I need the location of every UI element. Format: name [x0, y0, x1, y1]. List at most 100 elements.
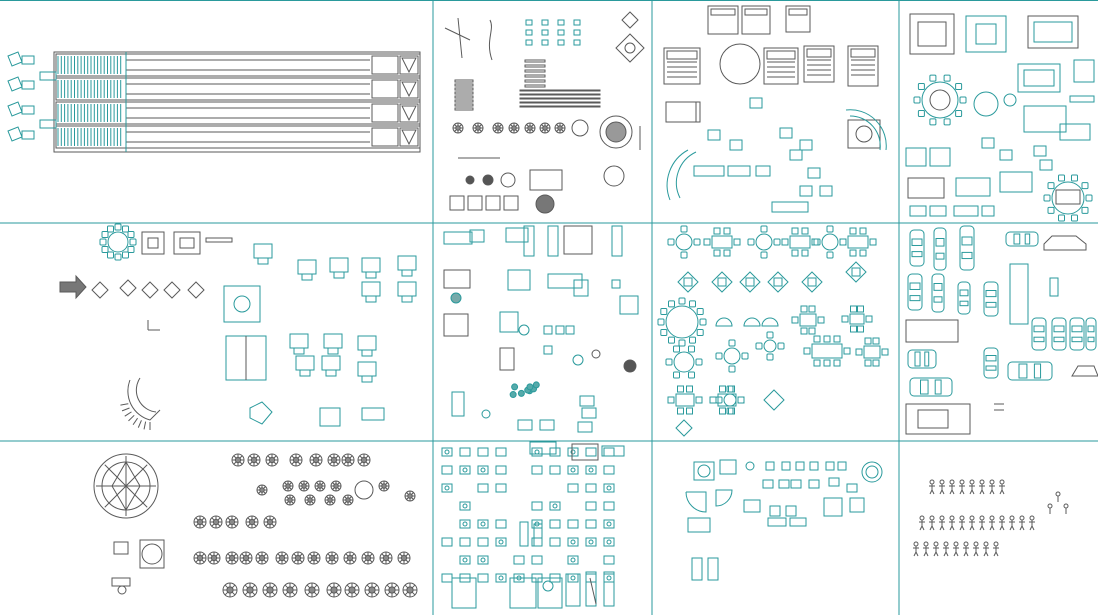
bowling-lanes-panel: [7, 51, 421, 153]
kitchen-fixture-symbol: [495, 519, 507, 529]
dining-table-symbol: [767, 271, 789, 293]
kitchen-fixture-symbol: [477, 519, 489, 529]
vehicle-symbol: [983, 347, 999, 379]
chair-symbol: [819, 185, 833, 197]
dining-sets-panel: [657, 225, 889, 437]
kitchen-fixture-symbol: [459, 555, 471, 565]
kitchen-fixture-symbol: [585, 519, 597, 529]
bedroom-furniture-panel: [663, 5, 887, 213]
dining-table-symbol: [845, 261, 867, 283]
tree-symbol: [314, 480, 326, 492]
workstation-symbol: [357, 361, 377, 383]
tree-symbol: [492, 122, 504, 134]
workstation-symbol: [329, 257, 349, 279]
kitchen-fixture-symbol: [549, 447, 561, 457]
person-figure: [929, 479, 935, 495]
tree-symbol: [330, 480, 342, 492]
tree-symbol: [193, 551, 207, 565]
person-figure: [959, 479, 965, 495]
vehicle-symbol: [1007, 361, 1053, 381]
tree-symbol: [508, 122, 520, 134]
workstation-symbol: [397, 255, 417, 277]
kitchen-fixture-symbol: [603, 465, 615, 475]
tree-symbol: [379, 551, 393, 565]
tree-symbol: [325, 551, 339, 565]
kitchen-fixture-symbol: [441, 537, 453, 547]
person-figure: [1047, 503, 1053, 514]
kitchen-fixture-symbol: [441, 447, 453, 457]
tree-symbol: [342, 494, 354, 506]
chair-symbol: [799, 139, 813, 151]
tree-symbol: [524, 122, 536, 134]
person-figure: [939, 479, 945, 495]
chair-symbol: [707, 129, 721, 141]
kitchen-fixture-symbol: [603, 537, 615, 547]
person-figure: [959, 515, 965, 531]
workstation-symbol: [253, 243, 273, 265]
vehicle-symbol: [1005, 231, 1039, 247]
person-figure: [963, 541, 969, 557]
person-figure: [999, 515, 1005, 531]
kitchen-fixture-symbol: [549, 537, 561, 547]
kitchen-fixture-symbol: [459, 519, 471, 529]
vehicle-symbol: [931, 273, 945, 313]
person-figure: [1009, 515, 1015, 531]
person-figure: [1063, 503, 1069, 514]
tree-symbol: [554, 122, 566, 134]
workstation-symbol: [361, 257, 381, 279]
tree-symbol: [207, 551, 221, 565]
workstation-symbol: [357, 335, 377, 357]
kitchen-fixture-symbol: [585, 537, 597, 547]
kitchen-fixture-symbol: [549, 519, 561, 529]
kitchen-fixture-symbol: [477, 483, 489, 493]
dining-table-symbol: [739, 271, 761, 293]
tree-symbol: [245, 515, 259, 529]
vehicle-symbol: [909, 229, 925, 267]
dining-table-symbol: [677, 271, 699, 293]
vehicle-symbol: [1069, 317, 1085, 351]
trees-plan-panel: [93, 453, 418, 598]
kitchen-fixture-symbol: [549, 465, 561, 475]
tree-symbol: [378, 480, 390, 492]
tree-symbol: [397, 551, 411, 565]
tree-symbol: [289, 453, 303, 467]
tree-symbol: [247, 453, 261, 467]
tree-symbol: [341, 453, 355, 467]
tree-symbol: [242, 582, 258, 598]
tree-symbol: [225, 515, 239, 529]
tree-symbol: [364, 582, 380, 598]
chair-symbol: [807, 167, 821, 179]
person-figure: [969, 515, 975, 531]
kitchen-fixture-symbol: [549, 501, 561, 511]
chair-symbol: [789, 149, 803, 161]
kitchen-fixture-symbol: [603, 555, 615, 565]
tree-symbol: [324, 494, 336, 506]
vehicles-panel: [905, 225, 1098, 435]
kitchen-fixture-symbol: [567, 537, 579, 547]
people-figures-panel: [913, 479, 1069, 557]
kitchen-fixture-symbol: [495, 447, 507, 457]
person-figure: [993, 541, 999, 557]
vehicle-symbol: [959, 225, 975, 271]
tree-symbol: [309, 453, 323, 467]
person-figure: [979, 515, 985, 531]
person-figure: [973, 541, 979, 557]
kitchen-fixture-symbol: [459, 537, 471, 547]
kitchen-fixture-symbol: [567, 519, 579, 529]
kitchen-fixture-symbol: [441, 465, 453, 475]
kitchen-fixture-symbol: [459, 447, 471, 457]
vehicle-symbol: [983, 281, 999, 317]
bed-symbol: [707, 5, 739, 35]
person-figure: [953, 541, 959, 557]
tree-symbol: [327, 453, 341, 467]
tree-symbol: [231, 453, 245, 467]
person-figure: [989, 515, 995, 531]
kitchen-fixture-symbol: [585, 465, 597, 475]
kitchen-fixture-symbol: [459, 465, 471, 475]
vehicle-symbol: [957, 281, 971, 315]
tree-symbol: [284, 494, 296, 506]
workstations-panel: [443, 225, 639, 433]
kitchen-fixture-symbol: [567, 483, 579, 493]
person-figure: [1055, 491, 1061, 502]
